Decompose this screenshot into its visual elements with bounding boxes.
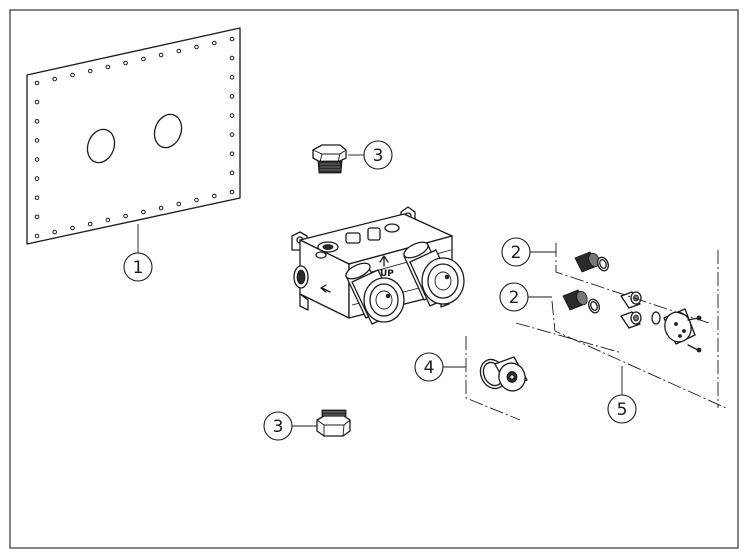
leader-lines: [137, 154, 623, 427]
gasket-hole: [229, 151, 235, 157]
gasket-hole: [34, 80, 40, 86]
gasket-hole: [229, 189, 235, 195]
gasket-hole: [70, 225, 75, 231]
callout-4: 4: [414, 352, 444, 382]
callout-3-top: 3: [363, 140, 393, 170]
gasket-hole: [87, 221, 93, 227]
callout-3-bottom-label: 3: [273, 417, 284, 437]
gasket-hole: [229, 132, 235, 137]
gasket-hole: [229, 170, 235, 176]
gasket-hole: [212, 193, 217, 199]
gasket-hole: [158, 52, 164, 58]
body-marking-text: UP: [380, 269, 394, 279]
callout-3-top-label: 3: [373, 146, 384, 166]
gasket-hole: [141, 209, 146, 215]
gasket-hole: [34, 195, 40, 201]
gasket-hole: [123, 60, 128, 66]
callout-2-upper: 2: [501, 237, 531, 267]
gasket-hole: [34, 233, 40, 239]
gasket-hole: [194, 44, 199, 50]
gasket-opening-left: [86, 128, 116, 164]
gasket-hole: [176, 48, 182, 54]
gasket-hole: [105, 217, 111, 223]
gasket-hole: [52, 76, 58, 82]
valve-body: UP: [291, 206, 465, 325]
drawing-frame: [9, 9, 739, 549]
cover-plate: [663, 308, 702, 353]
gasket-hole: [123, 213, 128, 219]
plug-top: [312, 144, 347, 174]
gasket-hole: [212, 40, 217, 46]
gasket-plate-holes: [34, 36, 235, 239]
connector-set: [620, 291, 661, 329]
gasket-hole: [141, 56, 146, 62]
plug-bottom: [316, 409, 351, 437]
gasket-hole: [34, 157, 40, 162]
gasket-hole: [52, 229, 58, 235]
gasket-hole: [158, 205, 164, 211]
callout-5: 5: [607, 394, 637, 424]
gasket-hole: [229, 94, 235, 99]
gasket-hole: [34, 119, 40, 124]
check-valve-upper: [574, 251, 609, 273]
gasket-hole: [34, 138, 40, 143]
gasket-hole: [194, 197, 199, 203]
gasket-hole: [229, 55, 235, 61]
diverter-cap: [479, 356, 528, 392]
gasket-hole: [176, 201, 182, 207]
gasket-opening-right: [153, 113, 183, 149]
callout-3-bottom: 3: [263, 411, 293, 441]
callout-4-label: 4: [424, 358, 435, 378]
callout-2-lower-label: 2: [509, 288, 520, 308]
spindle-right: [403, 241, 465, 307]
gasket-hole: [34, 176, 40, 181]
gasket-hole: [87, 68, 93, 74]
callout-5-label: 5: [617, 400, 628, 420]
assembly-guide-lines: [465, 243, 727, 421]
callout-2-lower: 2: [499, 282, 529, 312]
spindle-left: [345, 262, 405, 325]
check-valve-lower: [562, 289, 600, 314]
callout-2-upper-label: 2: [511, 243, 522, 263]
gasket-plate: [26, 27, 241, 245]
gasket-hole: [34, 214, 40, 220]
gasket-hole: [34, 99, 40, 105]
gasket-hole: [229, 75, 235, 80]
gasket-hole: [229, 113, 235, 118]
callout-1: 1: [123, 252, 153, 282]
gasket-hole: [229, 36, 235, 42]
gasket-hole: [105, 64, 111, 70]
callout-1-label: 1: [133, 258, 144, 278]
gasket-hole: [70, 72, 75, 78]
